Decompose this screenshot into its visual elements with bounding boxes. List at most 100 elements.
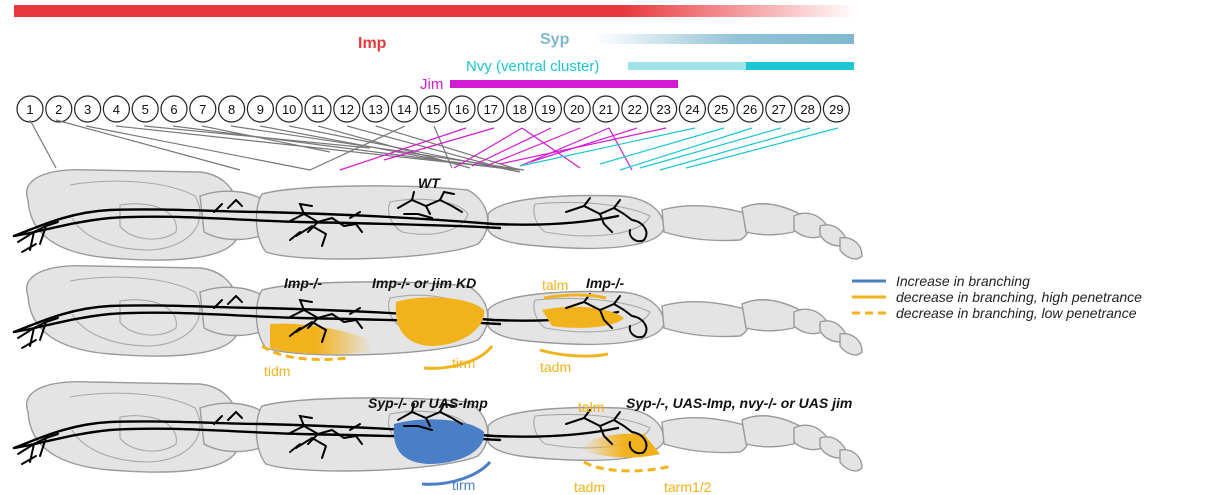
syp-gradient-bar <box>594 34 854 44</box>
imp-gradient-bar <box>14 5 858 17</box>
legend-label-decrease-high: decrease in branching, high penetrance <box>896 289 1142 305</box>
row3-tibia-label: Syp-/-, UAS-Imp, nvy-/- or UAS jim <box>626 395 852 411</box>
neuron-circle <box>649 95 678 123</box>
neuron-circle <box>678 95 707 123</box>
map-line <box>383 127 495 161</box>
neuron-circle <box>275 95 303 123</box>
row3-center-label: Syp-/- or UAS-Imp <box>368 395 488 411</box>
neuron-number: 19 <box>541 102 555 117</box>
neuron-circle <box>822 95 851 123</box>
tidm-label: tidm <box>264 363 290 379</box>
neuron-circle <box>448 95 476 123</box>
tadm-arc <box>539 348 609 358</box>
tidm-dashed-arc <box>261 344 349 361</box>
map-line <box>433 125 453 169</box>
neuron-circle <box>419 95 447 123</box>
wt-label: WT <box>418 175 441 191</box>
map-line <box>259 125 441 161</box>
neuron-circle <box>362 95 390 123</box>
tadm-label: tadm <box>540 359 571 375</box>
nvy-bar-dark <box>746 62 854 70</box>
map-line <box>201 125 331 153</box>
leg-row-imp: Imp-/- Imp-/- or jim KD Imp-/- tidm tirm… <box>12 264 864 379</box>
neuron-circle <box>102 95 131 123</box>
neuron-circle <box>45 95 73 123</box>
map-line <box>85 125 311 171</box>
neuron-number: 6 <box>170 102 177 117</box>
neuron-number: 14 <box>397 102 411 117</box>
map-line <box>309 125 406 171</box>
neuron-circle <box>160 95 188 123</box>
map-line <box>639 127 782 169</box>
neuron-number: 11 <box>311 102 325 117</box>
neuron-number: 23 <box>656 102 670 117</box>
row2-tibia-label: Imp-/- <box>586 275 624 291</box>
neuron-circle <box>304 95 332 123</box>
leg-row-wt: WT <box>12 168 864 262</box>
tirm-arc <box>423 345 494 370</box>
neuron-number: 9 <box>257 102 264 117</box>
map-line <box>599 127 725 165</box>
map-line <box>471 127 552 167</box>
row3-tarm-label: tarm1/2 <box>664 479 712 495</box>
neuron-number: 13 <box>368 102 382 117</box>
map-line <box>453 127 523 169</box>
neuron-target-lines <box>29 119 839 173</box>
leg-row-syp: Syp-/- or UAS-Imp Syp-/-, UAS-Imp, nvy-/… <box>12 380 864 495</box>
neuron-number: 10 <box>282 102 296 117</box>
neuron-circle <box>765 95 793 123</box>
neuron-circle <box>707 95 735 123</box>
map-line <box>55 119 241 171</box>
neuron-number: 17 <box>484 102 498 117</box>
map-line <box>519 127 610 167</box>
neuron-circle <box>736 95 764 123</box>
neuron-circle <box>390 95 418 123</box>
map-line <box>346 125 511 171</box>
map-line <box>685 127 839 169</box>
tibia-blue-region <box>393 419 485 464</box>
branching-legend: Increase in branching decrease in branch… <box>852 273 1142 321</box>
neuron-number: 16 <box>455 102 469 117</box>
legend-label-increase: Increase in branching <box>896 273 1030 289</box>
map-line <box>317 125 471 169</box>
map-line <box>659 127 811 171</box>
neuron-number: 15 <box>426 102 440 117</box>
map-line <box>619 127 753 171</box>
neuron-circle <box>477 95 505 123</box>
neuron-number: 29 <box>829 102 843 117</box>
jim-label: Jim <box>420 76 443 93</box>
neuron-circle <box>793 95 822 123</box>
neuron-circle <box>621 95 649 123</box>
row3-tadm-label: tadm <box>574 479 605 495</box>
neuron-number: 8 <box>228 102 235 117</box>
neuron-circle <box>505 95 534 123</box>
neuron-circle <box>73 95 102 123</box>
tibia-orange-region <box>395 297 485 346</box>
map-line <box>115 125 521 171</box>
row2-femur-label: Imp-/- <box>284 275 322 291</box>
map-line <box>485 127 581 167</box>
map-line <box>519 127 696 167</box>
talm-arc <box>543 293 607 300</box>
neuron-number: 25 <box>714 102 728 117</box>
neuron-circle <box>16 95 44 123</box>
neuron-circle <box>592 95 620 123</box>
legend-label-decrease-low: decrease in branching, low penetrance <box>896 305 1137 321</box>
neuron-circle <box>218 95 246 123</box>
jim-bar <box>450 80 678 88</box>
map-line <box>339 127 467 171</box>
tirm-blue-arc <box>421 460 492 486</box>
neuron-number: 21 <box>599 102 613 117</box>
tadm-dashed-arc-row3 <box>583 460 673 473</box>
neuron-number: 3 <box>84 102 91 117</box>
neuron-circle <box>189 95 217 123</box>
row3-talm-label: talm <box>578 399 604 415</box>
row3-tirm-label: tirm <box>452 477 475 493</box>
neuron-number: 27 <box>772 102 786 117</box>
map-line <box>521 127 581 169</box>
neuron-circle <box>246 95 274 123</box>
neuron-number: 22 <box>628 102 642 117</box>
nvy-bar-light <box>628 62 746 70</box>
